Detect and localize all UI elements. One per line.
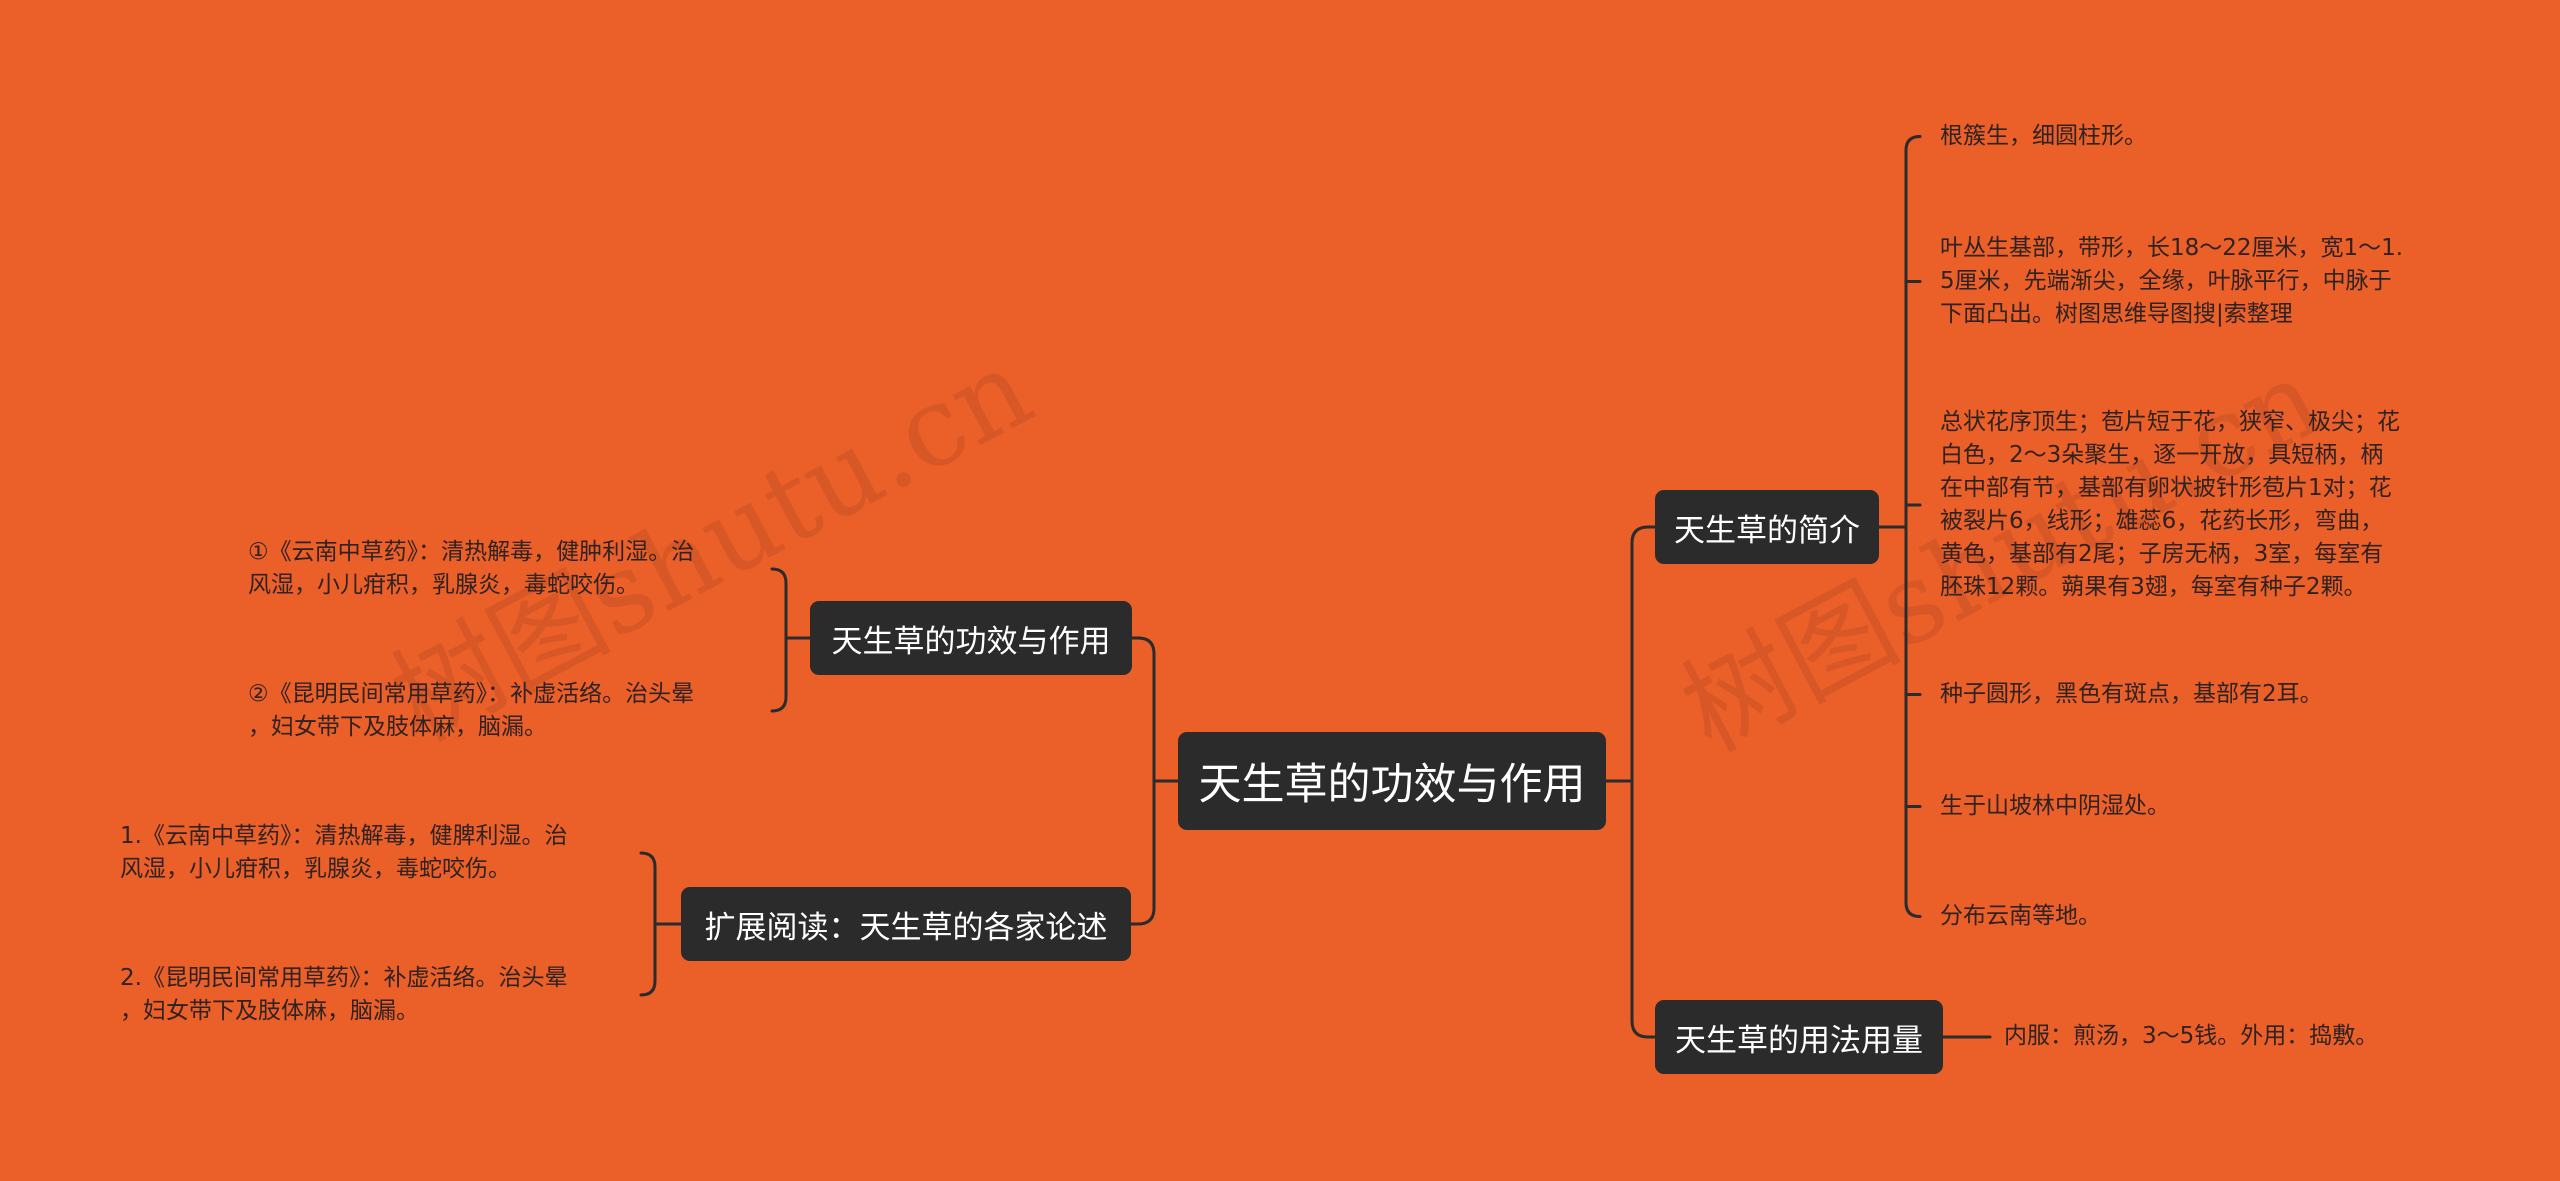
branch-efficacy[interactable]: 天生草的功效与作用 (810, 601, 1132, 675)
leaf-intro-6: 分布云南等地。 (1940, 900, 2101, 933)
leaf-line: 1.《云南中草药》：清热解毒，健脾利湿。治 (120, 823, 568, 849)
leaf-line: 生于山坡林中阴湿处。 (1940, 793, 2170, 819)
leaf-line: 叶丛生基部，带形，长18～22厘米，宽1～1. (1940, 235, 2404, 261)
leaf-line: 种子圆形，黑色有斑点，基部有2耳。 (1940, 681, 2323, 707)
leaf-usage-1: 内服：煎汤，3～5钱。外用：捣敷。 (2004, 1020, 2378, 1053)
right-trunk (1630, 525, 1657, 1039)
leaf-efficacy-2: ②《昆明民间常用草药》：补虚活络。治头晕 ，妇女带下及肢体麻，脑漏。 (248, 678, 694, 744)
leaf-line: 白色，2～3朵聚生，逐一开放，具短柄，柄 (1940, 442, 2384, 468)
leaf-line: 风湿，小儿疳积，乳腺炎，毒蛇咬伤。 (248, 572, 639, 598)
leaf-line: 风湿，小儿疳积，乳腺炎，毒蛇咬伤。 (120, 856, 511, 882)
leaf-line: 根簇生，细圆柱形。 (1940, 123, 2147, 149)
root-node[interactable]: 天生草的功效与作用 (1178, 732, 1606, 830)
leaf-intro-3: 总状花序顶生；苞片短于花，狭窄、极尖；花白色，2～3朵聚生，逐一开放，具短柄，柄… (1940, 406, 2400, 604)
branch-usage[interactable]: 天生草的用法用量 (1655, 1000, 1943, 1074)
reading-bracket (639, 851, 657, 997)
leaf-line: 黄色，基部有2尾；子房无柄，3室，每室有 (1940, 541, 2384, 567)
leaf-intro-1: 根簇生，细圆柱形。 (1940, 120, 2147, 153)
intro-bracket (1904, 135, 1922, 918)
leaf-line: ，妇女带下及肢体麻，脑漏。 (248, 714, 547, 740)
leaf-line: 下面凸出。树图思维导图搜|索整理 (1940, 301, 2293, 327)
leaf-intro-4: 种子圆形，黑色有斑点，基部有2耳。 (1940, 678, 2323, 711)
leaf-line: 5厘米，先端渐尖，全缘，叶脉平行，中脉于 (1940, 268, 2392, 294)
leaf-efficacy-1: ①《云南中草药》：清热解毒，健肿利湿。治风湿，小儿疳积，乳腺炎，毒蛇咬伤。 (248, 536, 694, 602)
leaf-line: 内服：煎汤，3～5钱。外用：捣敷。 (2004, 1023, 2379, 1049)
leaf-line: ，妇女带下及肢体麻，脑漏。 (120, 998, 419, 1024)
leaf-line: 总状花序顶生；苞片短于花，狭窄、极尖；花 (1940, 409, 2400, 435)
leaf-intro-2: 叶丛生基部，带形，长18～22厘米，宽1～1. 5厘米，先端渐尖，全缘，叶脉平行，… (1940, 232, 2403, 331)
leaf-line: 被裂片6，线形；雄蕊6，花药长形，弯曲， (1940, 508, 2384, 534)
branch-reading[interactable]: 扩展阅读：天生草的各家论述 (681, 887, 1131, 961)
leaf-line: ②《昆明民间常用草药》：补虚活络。治头晕 (248, 681, 695, 707)
leaf-line: 在中部有节，基部有卵状披针形苞片1对；花 (1940, 475, 2392, 501)
branch-intro[interactable]: 天生草的简介 (1655, 490, 1879, 564)
leaf-reading-2: 2.《昆明民间常用草药》：补虚活络。治头晕 ，妇女带下及肢体麻，脑漏。 (120, 962, 567, 1028)
leaf-line: ①《云南中草药》：清热解毒，健肿利湿。治 (248, 539, 695, 565)
left-trunk (1129, 636, 1156, 926)
leaf-reading-1: 1.《云南中草药》：清热解毒，健脾利湿。治风湿，小儿疳积，乳腺炎，毒蛇咬伤。 (120, 820, 567, 886)
leaf-line: 胚珠12颗。蒴果有3翅，每室有种子2颗。 (1940, 574, 2367, 600)
leaf-line: 分布云南等地。 (1940, 903, 2101, 929)
leaf-intro-5: 生于山坡林中阴湿处。 (1940, 790, 2170, 823)
efficacy-bracket (770, 567, 788, 713)
leaf-line: 2.《昆明民间常用草药》：补虚活络。治头晕 (120, 965, 568, 991)
